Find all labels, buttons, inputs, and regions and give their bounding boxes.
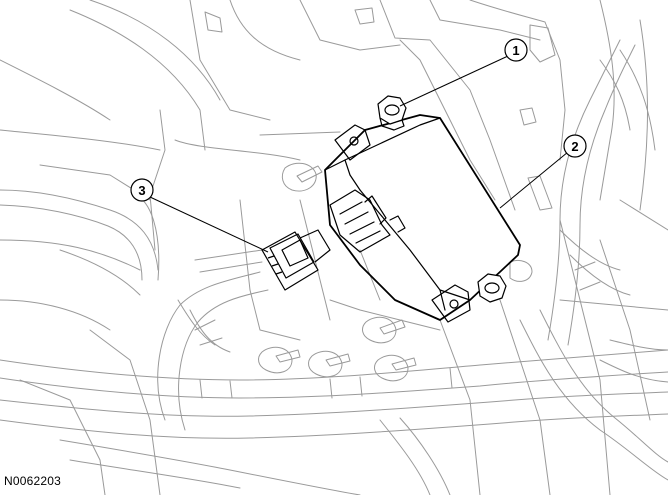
leader-3 [149, 196, 269, 253]
figure-id-label: N0062203 [4, 474, 61, 488]
module-connector-socket [329, 189, 391, 253]
callout-3: 3 [130, 178, 154, 202]
electrical-connector [261, 229, 331, 291]
leader-1 [399, 55, 509, 107]
electronic-module [324, 114, 521, 323]
module-upper-ear [334, 124, 371, 161]
nut-upper [377, 95, 407, 131]
module-top-face [324, 117, 441, 171]
callout-2: 2 [563, 134, 587, 158]
leader-2 [499, 151, 569, 209]
wiring-harness [0, 39, 668, 495]
callout-2-number: 2 [571, 139, 578, 154]
nut-lower [477, 273, 507, 303]
callout-3-number: 3 [138, 183, 145, 198]
callout-1-number: 1 [512, 43, 519, 58]
callout-leaders [149, 55, 569, 253]
module-lower-ear [431, 284, 471, 323]
callout-1: 1 [504, 38, 528, 62]
